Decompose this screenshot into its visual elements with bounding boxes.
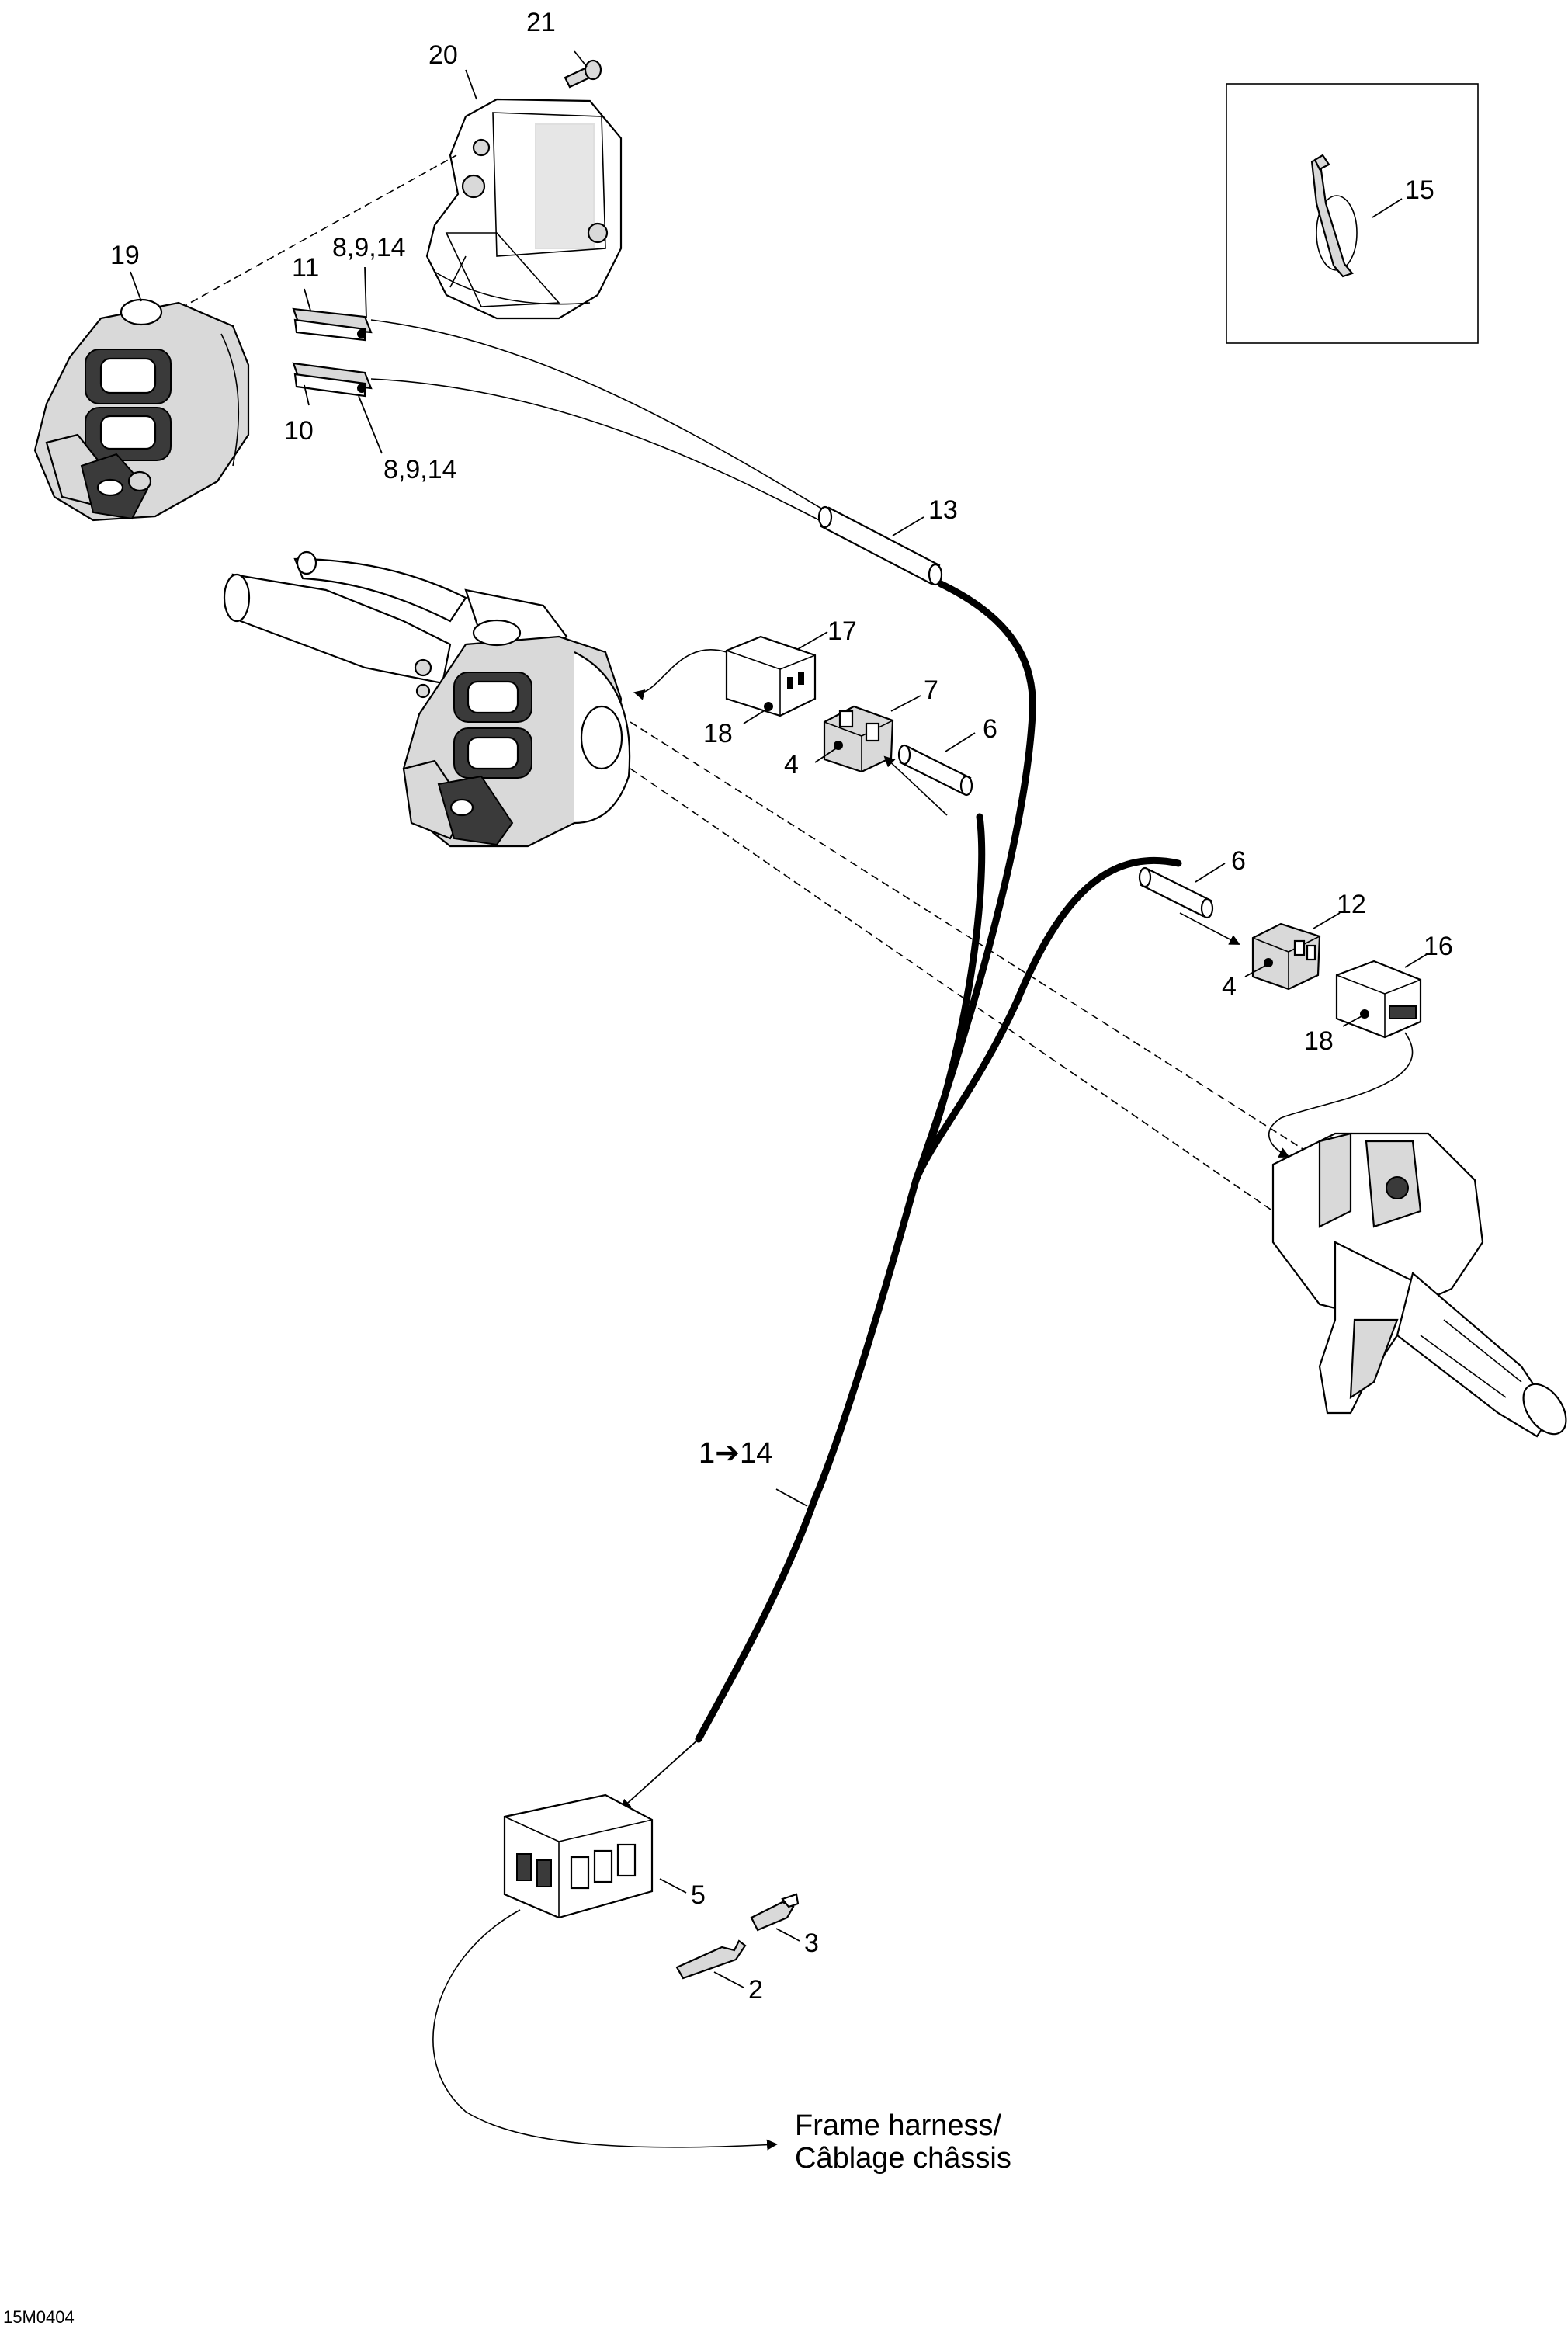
callout-18-right: 18 bbox=[1304, 1026, 1334, 1056]
callout-4-left: 4 bbox=[784, 750, 799, 779]
callout-17: 17 bbox=[827, 616, 857, 646]
tube-part-6-right: 6 bbox=[1138, 846, 1246, 919]
tie-wrap-inset: 15 bbox=[1226, 83, 1479, 344]
sleeve-part-13: 13 bbox=[817, 495, 958, 586]
callout-8-9-14-top: 8,9,14 bbox=[332, 233, 406, 262]
wiring-harness-main: 1➔14 bbox=[695, 580, 1182, 1743]
connector-part-11: 11 8,9,14 bbox=[292, 233, 406, 342]
callout-2: 2 bbox=[748, 1975, 763, 2005]
callout-19: 19 bbox=[110, 241, 140, 270]
callout-12: 12 bbox=[1337, 890, 1366, 919]
terminal-part-3: 3 bbox=[750, 1893, 819, 1958]
callout-8-9-14-bottom: 8,9,14 bbox=[383, 455, 457, 484]
connector-part-5: 5 bbox=[503, 1793, 706, 1919]
callout-16: 16 bbox=[1424, 932, 1453, 961]
frame-harness-label-line2: Câblage châssis bbox=[795, 2142, 1011, 2175]
connector-part-16: 16 18 bbox=[1304, 932, 1453, 1056]
callout-1-14: 1➔14 bbox=[699, 1437, 772, 1470]
callout-6-left: 6 bbox=[983, 714, 997, 744]
callout-11: 11 bbox=[292, 253, 319, 283]
callout-18-left: 18 bbox=[703, 719, 733, 748]
terminal-part-2: 2 bbox=[675, 1939, 763, 2005]
frame-harness-label-line1: Frame harness/ bbox=[795, 2109, 1002, 2142]
connector-part-10: 10 8,9,14 bbox=[284, 362, 457, 484]
callout-7: 7 bbox=[924, 675, 938, 705]
callout-5: 5 bbox=[691, 1880, 706, 1910]
throttle-grip-right-assembly bbox=[1271, 1132, 1567, 1438]
diagram-id: 15M0404 bbox=[3, 2307, 75, 2327]
callout-10: 10 bbox=[284, 416, 314, 446]
housing-cover-part-20: 20 bbox=[425, 40, 623, 320]
connector-part-7: 7 4 bbox=[784, 675, 938, 779]
connector-part-17: 17 18 bbox=[703, 616, 857, 748]
callout-15: 15 bbox=[1405, 175, 1434, 205]
tube-part-6-left: 6 bbox=[897, 714, 997, 797]
handlebar-left-assembly bbox=[223, 550, 631, 848]
callout-6-right: 6 bbox=[1231, 846, 1246, 876]
callout-13: 13 bbox=[928, 495, 958, 525]
callout-4-right: 4 bbox=[1222, 972, 1237, 1002]
screw-part-21: 21 bbox=[526, 8, 602, 89]
callout-3: 3 bbox=[804, 1929, 819, 1958]
tie-wrap-icon bbox=[1310, 154, 1358, 278]
callout-20: 20 bbox=[428, 40, 458, 70]
callout-21: 21 bbox=[526, 8, 556, 37]
connector-part-12: 12 4 bbox=[1222, 890, 1366, 1002]
switch-housing-part-19: 19 bbox=[33, 241, 250, 522]
